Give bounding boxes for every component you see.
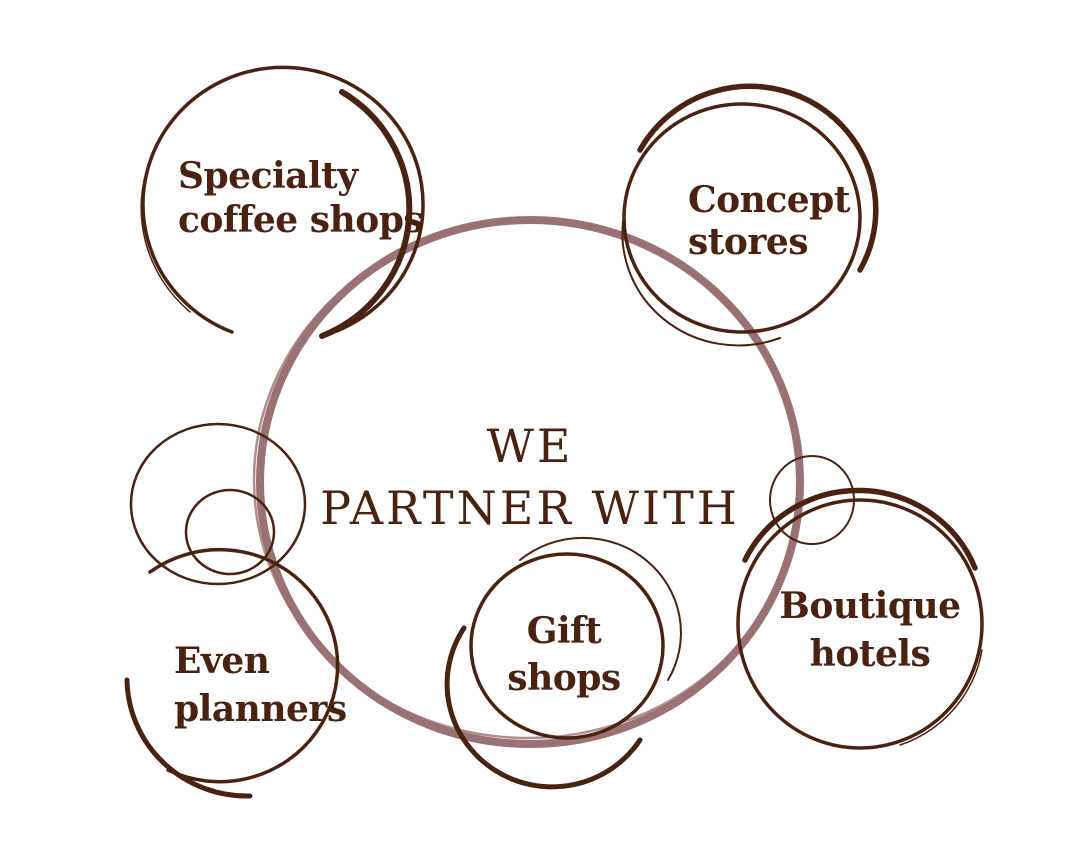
center-ring — [252, 216, 804, 748]
gift-shops-label-line1: Gift — [527, 610, 602, 652]
even-planners-label-line2: planners — [174, 688, 347, 730]
even-planners-label-line1: Even — [174, 640, 270, 682]
concept-stores-label-line2: stores — [688, 221, 808, 263]
center-title-line1: WE — [487, 419, 574, 473]
boutique-hotels-circle — [736, 455, 984, 750]
concept-stores-label-line1: Concept — [688, 179, 851, 221]
gift-shops-label-line2: shops — [507, 657, 620, 699]
even-planners-circle — [124, 422, 340, 799]
concept-stores-circle — [621, 83, 879, 347]
specialty-coffee-circle — [140, 65, 425, 339]
specialty-coffee-label-line1: Specialty — [178, 155, 359, 197]
boutique-hotels-label-line2: hotels — [810, 633, 931, 675]
boutique-hotels-label-line1: Boutique — [779, 585, 960, 627]
center-title-line2: PARTNER WITH — [320, 481, 740, 535]
specialty-coffee-label-line2: coffee shops — [178, 199, 423, 241]
gift-shops-circle — [444, 536, 682, 790]
